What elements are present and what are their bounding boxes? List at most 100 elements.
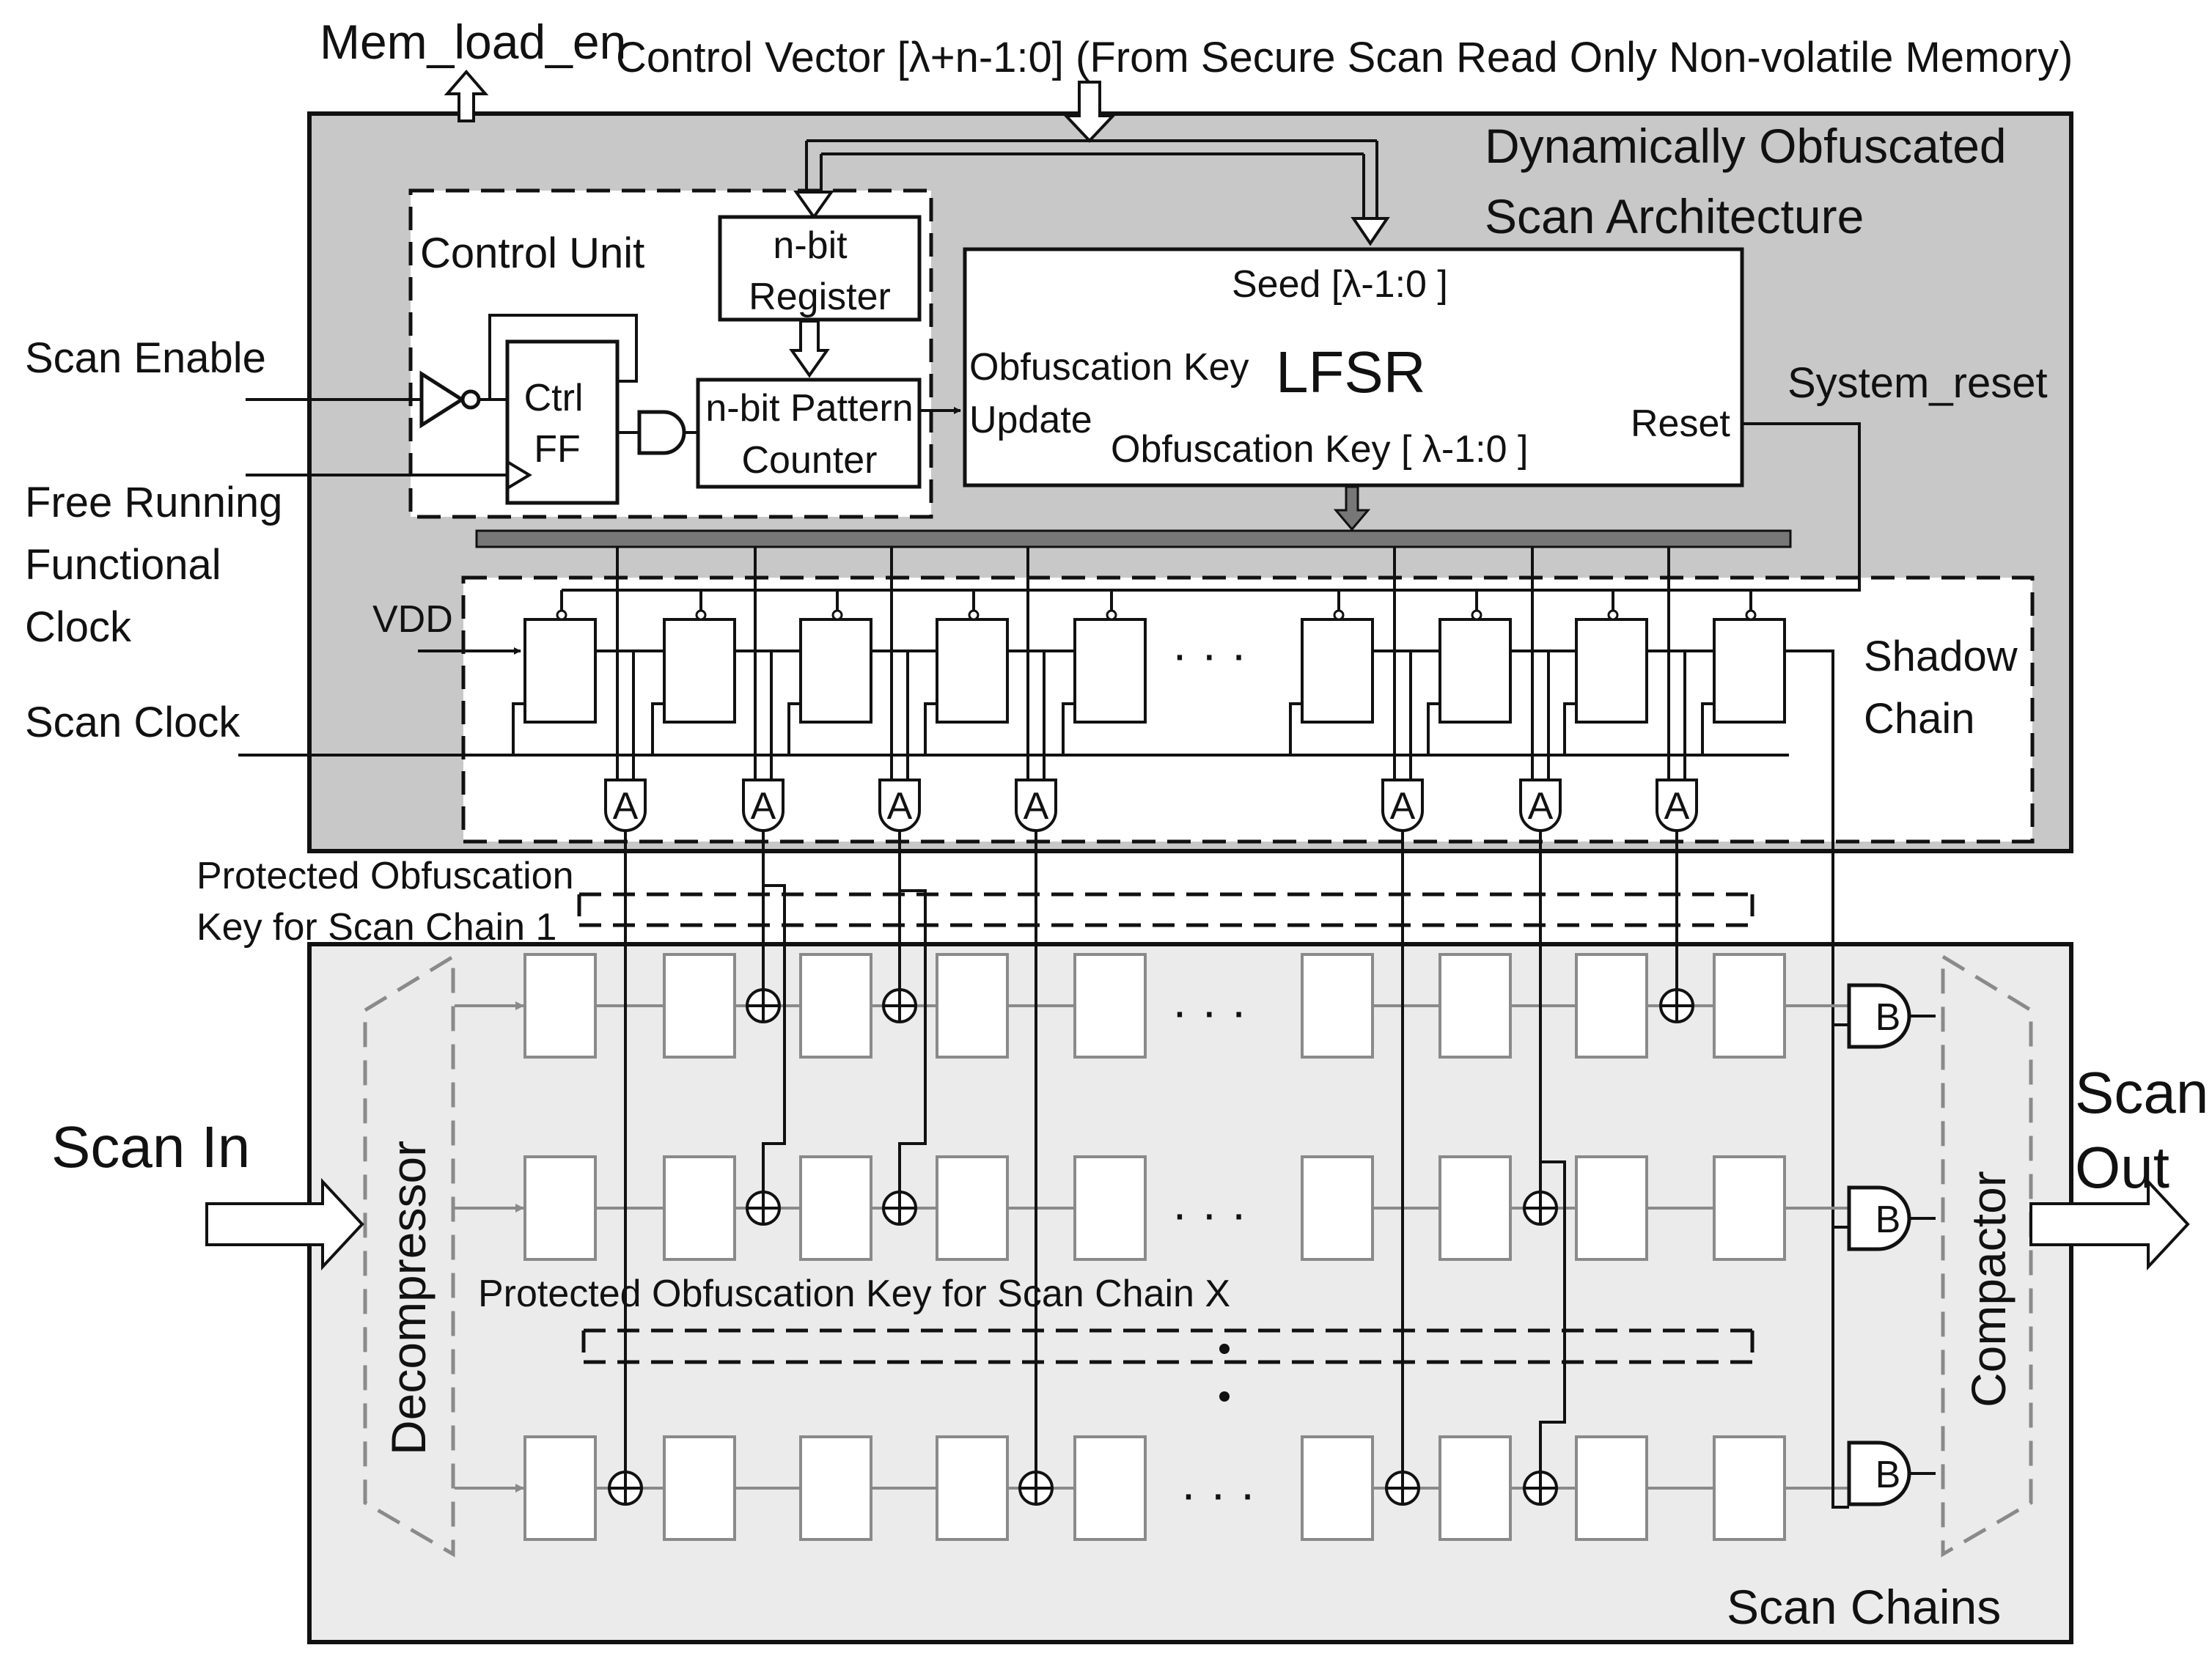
scan-cell xyxy=(523,953,597,1059)
scan-clock-label: Scan Clock xyxy=(25,699,240,746)
scan-cell xyxy=(799,1435,872,1541)
gate-b-label: B xyxy=(1875,1199,1901,1241)
scan-row-ellipsis: · · · xyxy=(1172,984,1247,1038)
compactor-label: Compactor xyxy=(1961,1171,2016,1407)
scan-cell xyxy=(1438,1155,1512,1261)
scan-cell xyxy=(1301,953,1374,1059)
gate-a-label: A xyxy=(1024,785,1049,828)
scan-cell xyxy=(936,1155,1009,1261)
scan-cell xyxy=(936,1435,1009,1541)
lfsr-label: LFSR xyxy=(1276,339,1426,405)
a-gate: A xyxy=(1656,547,1698,832)
scan-cell xyxy=(1073,953,1147,1059)
shadow-cell xyxy=(1713,618,1786,724)
shadow-chain-label2: Chain xyxy=(1864,695,1975,743)
protected-key-1-label1: Protected Obfuscation xyxy=(196,855,574,897)
a-gates: A A A A A A A xyxy=(604,547,1698,832)
scan-cell xyxy=(1575,1435,1648,1541)
reset-label: Reset xyxy=(1631,402,1730,445)
scan-cell xyxy=(1575,1155,1648,1261)
obf-key-bus xyxy=(475,529,1792,548)
scan-cell xyxy=(1438,1435,1512,1541)
control-vector-arrow xyxy=(1062,81,1117,143)
nbit-register-label1: n-bit xyxy=(773,224,848,267)
gate-b-label: B xyxy=(1875,996,1901,1039)
xor-gate xyxy=(1385,1471,1420,1506)
b-gates: B B B xyxy=(1831,983,1936,1509)
xor-gate xyxy=(882,988,917,1023)
scan-row-ellipsis: · · · xyxy=(1180,1466,1256,1520)
scan-cell xyxy=(1073,1435,1147,1541)
vdd-label: VDD xyxy=(372,598,453,641)
scan-cell xyxy=(523,1155,597,1261)
scan-in-arrow xyxy=(205,1177,364,1271)
control-vector-bus xyxy=(793,139,1390,246)
mem-load-en-label: Mem_load_en xyxy=(320,15,626,69)
scan-cell xyxy=(663,1155,736,1261)
free-running-label3: Clock xyxy=(25,603,132,651)
scan-in-label: Scan In xyxy=(51,1114,250,1180)
shadow-cell xyxy=(1438,618,1512,724)
gate-b-label: B xyxy=(1875,1454,1901,1496)
nbit-register-label2: Register xyxy=(749,276,891,318)
system-reset-label: System_reset xyxy=(1787,359,2048,407)
scan-cell xyxy=(1301,1155,1374,1261)
xor-gate xyxy=(1523,1471,1558,1506)
control-vector-label: Control Vector [λ+n-1:0] (From Secure Sc… xyxy=(616,34,2073,81)
scan-row-ellipsis: · · · xyxy=(1172,1186,1247,1240)
xor-gate xyxy=(608,1471,643,1506)
free-running-label2: Functional xyxy=(25,541,221,589)
seed-label: Seed [λ-1:0 ] xyxy=(1232,263,1448,306)
mem-load-en-arrow xyxy=(444,69,489,122)
a-gate: A xyxy=(878,547,921,832)
shadow-cell xyxy=(799,618,872,724)
gate-a-label: A xyxy=(613,785,639,828)
a-gate: A xyxy=(1381,547,1424,832)
shadow-cell xyxy=(1073,618,1147,724)
pattern-counter-label1: n-bit Pattern xyxy=(705,387,913,430)
scan-chains-label: Scan Chains xyxy=(1727,1580,2001,1634)
a-gate: A xyxy=(1519,547,1562,832)
scan-cell xyxy=(1713,1435,1786,1541)
scan-cell xyxy=(799,953,872,1059)
scan-cell xyxy=(936,953,1009,1059)
scan-cell xyxy=(1713,953,1786,1059)
control-unit-label: Control Unit xyxy=(420,229,644,277)
shadow-chain-links xyxy=(512,649,1834,1481)
protected-key-x-dashed xyxy=(581,1328,1754,1364)
a-gate: A xyxy=(742,547,785,832)
register-to-counter-arrow xyxy=(789,320,830,378)
ctrl-ff-clock-triangle xyxy=(506,460,532,490)
shadow-cell xyxy=(663,618,736,724)
scan-cell xyxy=(1073,1155,1147,1261)
system-reset-wire xyxy=(1742,422,1861,592)
a-gate: A xyxy=(1015,547,1057,832)
shadow-cell xyxy=(523,618,597,724)
lfsr-block xyxy=(963,247,1744,487)
scan-cell xyxy=(799,1155,872,1261)
obf-key-out-label: Obfuscation Key [ λ-1:0 ] xyxy=(1111,428,1528,471)
free-running-label1: Free Running xyxy=(25,479,282,526)
gate-a-label: A xyxy=(1390,785,1416,828)
scan-cell xyxy=(663,1435,736,1541)
shadow-cell xyxy=(1575,618,1648,724)
shadow-chain-ellipsis: · · · xyxy=(1172,627,1247,681)
gate-a-label: A xyxy=(887,785,913,828)
gate-a-label: A xyxy=(1664,785,1690,828)
compactor-shape xyxy=(1941,953,2033,1558)
xor-gate xyxy=(882,1191,917,1226)
decompressor-label: Decompressor xyxy=(381,1141,436,1455)
shadow-cell xyxy=(936,618,1009,724)
scan-cell xyxy=(663,953,736,1059)
nbit-register xyxy=(718,215,922,322)
scan-cell xyxy=(1713,1155,1786,1261)
architecture-title-line2: Scan Architecture xyxy=(1485,189,1864,243)
vertical-ellipsis xyxy=(1219,1344,1230,1402)
obf-key-bus-arrow xyxy=(1333,485,1371,531)
xor-gate xyxy=(746,988,781,1023)
architecture-title-line1: Dynamically Obfuscated xyxy=(1485,119,2007,173)
shadow-reset-bubbles xyxy=(556,590,1757,621)
scan-cell xyxy=(1301,1435,1374,1541)
pattern-counter-label2: Counter xyxy=(742,439,878,482)
